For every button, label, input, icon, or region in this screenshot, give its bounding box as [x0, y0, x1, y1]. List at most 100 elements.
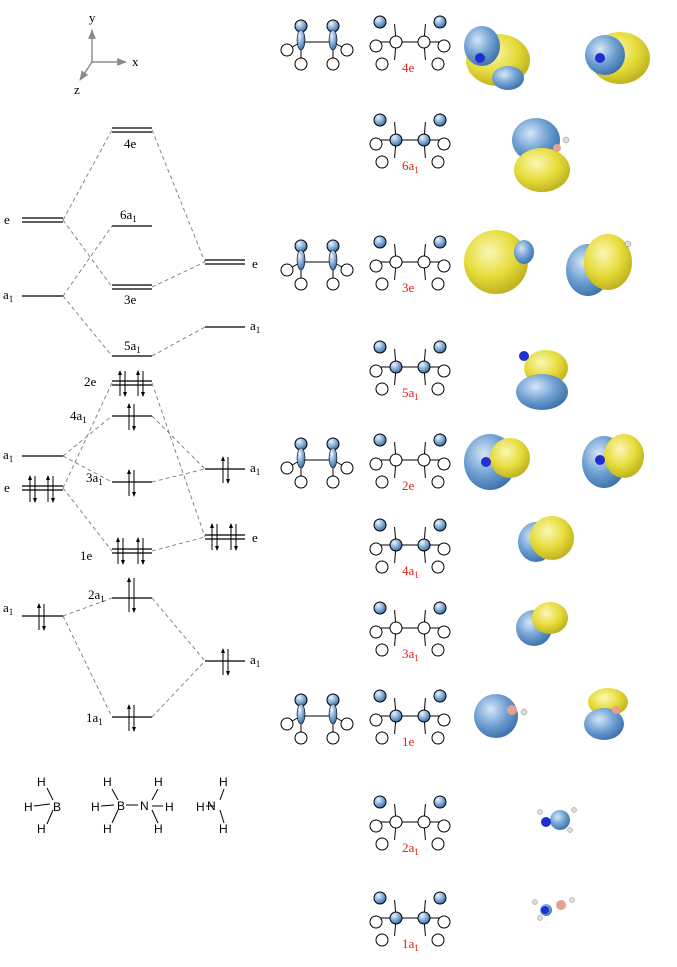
- right-level-a1-mid-label: a1: [250, 460, 260, 477]
- sketch-label: 5a1: [402, 385, 419, 402]
- nh3-structure: H H H N: [196, 775, 228, 836]
- isosurface-renders: [464, 26, 650, 921]
- isosurface-2e-b: [582, 434, 644, 488]
- sketch-label: 2a1: [402, 840, 419, 857]
- left-level-a1-upper-label: a1: [3, 287, 13, 304]
- isosurface-2e-a: [464, 434, 530, 490]
- isosurface-3e-a: [464, 230, 534, 294]
- center-level-1e-label: 1e: [80, 548, 93, 563]
- h-atom: H: [37, 822, 46, 836]
- sketch-2e: 2e: [369, 433, 451, 493]
- sketch-label: 6a1: [402, 158, 419, 175]
- right-level-e-label: e: [252, 256, 258, 271]
- center-level-2e-label: 2e: [84, 374, 97, 389]
- h-atom: H: [103, 775, 112, 789]
- sketch-6a1: 6a1: [369, 113, 451, 175]
- h-atom: H: [165, 800, 174, 814]
- sketch-4a1: 4a1: [369, 518, 451, 580]
- h-atom: H: [219, 822, 228, 836]
- n-atom: N: [207, 799, 216, 813]
- center-level-5a1-label: 5a1: [124, 338, 141, 355]
- center-level-3e-label: 3e: [124, 292, 137, 307]
- electron-pair-right-e: [210, 523, 238, 551]
- sketch-label: 1e: [402, 734, 415, 749]
- lcao-sketch: [280, 437, 354, 489]
- sketch-label: 3e: [402, 280, 415, 295]
- center-level-4e-label: 4e: [124, 136, 137, 151]
- isosurface-6a1: [512, 118, 570, 192]
- h-atom: H: [103, 822, 112, 836]
- right-level-a1-upper-label: a1: [250, 318, 260, 335]
- lcao-sketch: [280, 239, 354, 291]
- b-atom: B: [53, 800, 61, 814]
- z-axis-label: z: [74, 82, 80, 97]
- right-level-a1-low-label: a1: [250, 652, 260, 669]
- b-atom: B: [117, 799, 125, 813]
- y-axis-label: y: [89, 10, 96, 25]
- isosurface-3e-b: [566, 234, 632, 296]
- isosurface-1e-b: [584, 688, 628, 740]
- sketch-1a1: 1a1: [369, 891, 451, 953]
- isosurface-4a1: [518, 516, 574, 562]
- center-level-2a1-label: 2a1: [88, 587, 105, 604]
- left-fragment-levels: e a1 a1 e a1: [3, 212, 63, 631]
- electron-pair-left-a1: [37, 603, 46, 631]
- isosurface-5a1: [516, 350, 568, 410]
- isosurface-1e-a: [474, 694, 528, 738]
- electron-pair-center-4a1: [127, 403, 136, 431]
- isosurface-4e-b: [585, 32, 650, 84]
- correlation-lines: [62, 129, 206, 718]
- sketch-2a1: 2a1: [369, 795, 451, 857]
- center-level-4a1-label: 4a1: [70, 408, 87, 425]
- sketch-1e: 1e: [369, 689, 451, 749]
- axis-triad: y x z: [74, 10, 139, 97]
- h-atom: H: [219, 775, 228, 789]
- center-levels: 4e 6a1 3e 5a1 2e 4a1 3a1 1e: [70, 127, 152, 732]
- center-level-3a1-label: 3a1: [86, 470, 103, 487]
- right-level-e2-label: e: [252, 530, 258, 545]
- left-level-a1-mid-label: a1: [3, 447, 13, 464]
- left-level-a1-low-label: a1: [3, 600, 13, 617]
- h-atom: H: [154, 775, 163, 789]
- sketch-label: 2e: [402, 478, 415, 493]
- h-atom: H: [37, 775, 46, 789]
- isosurface-3a1: [516, 602, 568, 646]
- n-atom: N: [140, 799, 149, 813]
- sketch-label: 4e: [402, 60, 415, 75]
- h-atom: H: [24, 800, 33, 814]
- h-atom: H: [154, 822, 163, 836]
- right-fragment-levels: e a1 a1 e a1: [205, 256, 260, 676]
- sketch-label: 3a1: [402, 646, 419, 663]
- isosurface-1a1: [532, 897, 575, 921]
- isosurface-4e-a: [464, 26, 530, 90]
- x-axis-label: x: [132, 54, 139, 69]
- z-axis-arrow: [79, 61, 93, 81]
- sketch-label: 1a1: [402, 936, 419, 953]
- electron-pair-right-a1-mid: [221, 456, 230, 484]
- sketch-label: 4a1: [402, 563, 419, 580]
- sketch-3e: 3e: [369, 235, 451, 295]
- orbital-sketches: 4e 6a1 3e 5a1 2e 4a1 3a1 1e 2a1 1a1: [280, 15, 451, 953]
- center-level-1a1-label: 1a1: [86, 710, 103, 727]
- electron-pair-left-e: [28, 475, 55, 503]
- h-atom: H: [91, 800, 100, 814]
- electron-pair-center-3a1: [127, 469, 136, 497]
- h-atom: H: [196, 800, 205, 814]
- electron-pair-center-1a1: [127, 704, 136, 732]
- electron-pair-center-1e: [116, 537, 145, 565]
- left-level-e-label: e: [4, 212, 10, 227]
- bh3-structure: H H H B: [24, 775, 61, 836]
- lcao-sketch: [280, 693, 354, 745]
- lcao-sketch: [280, 19, 354, 71]
- electron-pair-right-a1-low: [221, 648, 230, 676]
- left-level-e2-label: e: [4, 480, 10, 495]
- electron-pair-center-2a1: [127, 577, 136, 613]
- sketch-5a1: 5a1: [369, 340, 451, 402]
- electron-pair-center-2e: [118, 370, 145, 397]
- center-level-6a1-label: 6a1: [120, 207, 137, 224]
- sketch-3a1: 3a1: [369, 601, 451, 663]
- sketch-4e: 4e: [369, 15, 451, 75]
- isosurface-2a1: [537, 807, 577, 833]
- nh3bh3-structure: H H H B N H H H: [91, 775, 174, 836]
